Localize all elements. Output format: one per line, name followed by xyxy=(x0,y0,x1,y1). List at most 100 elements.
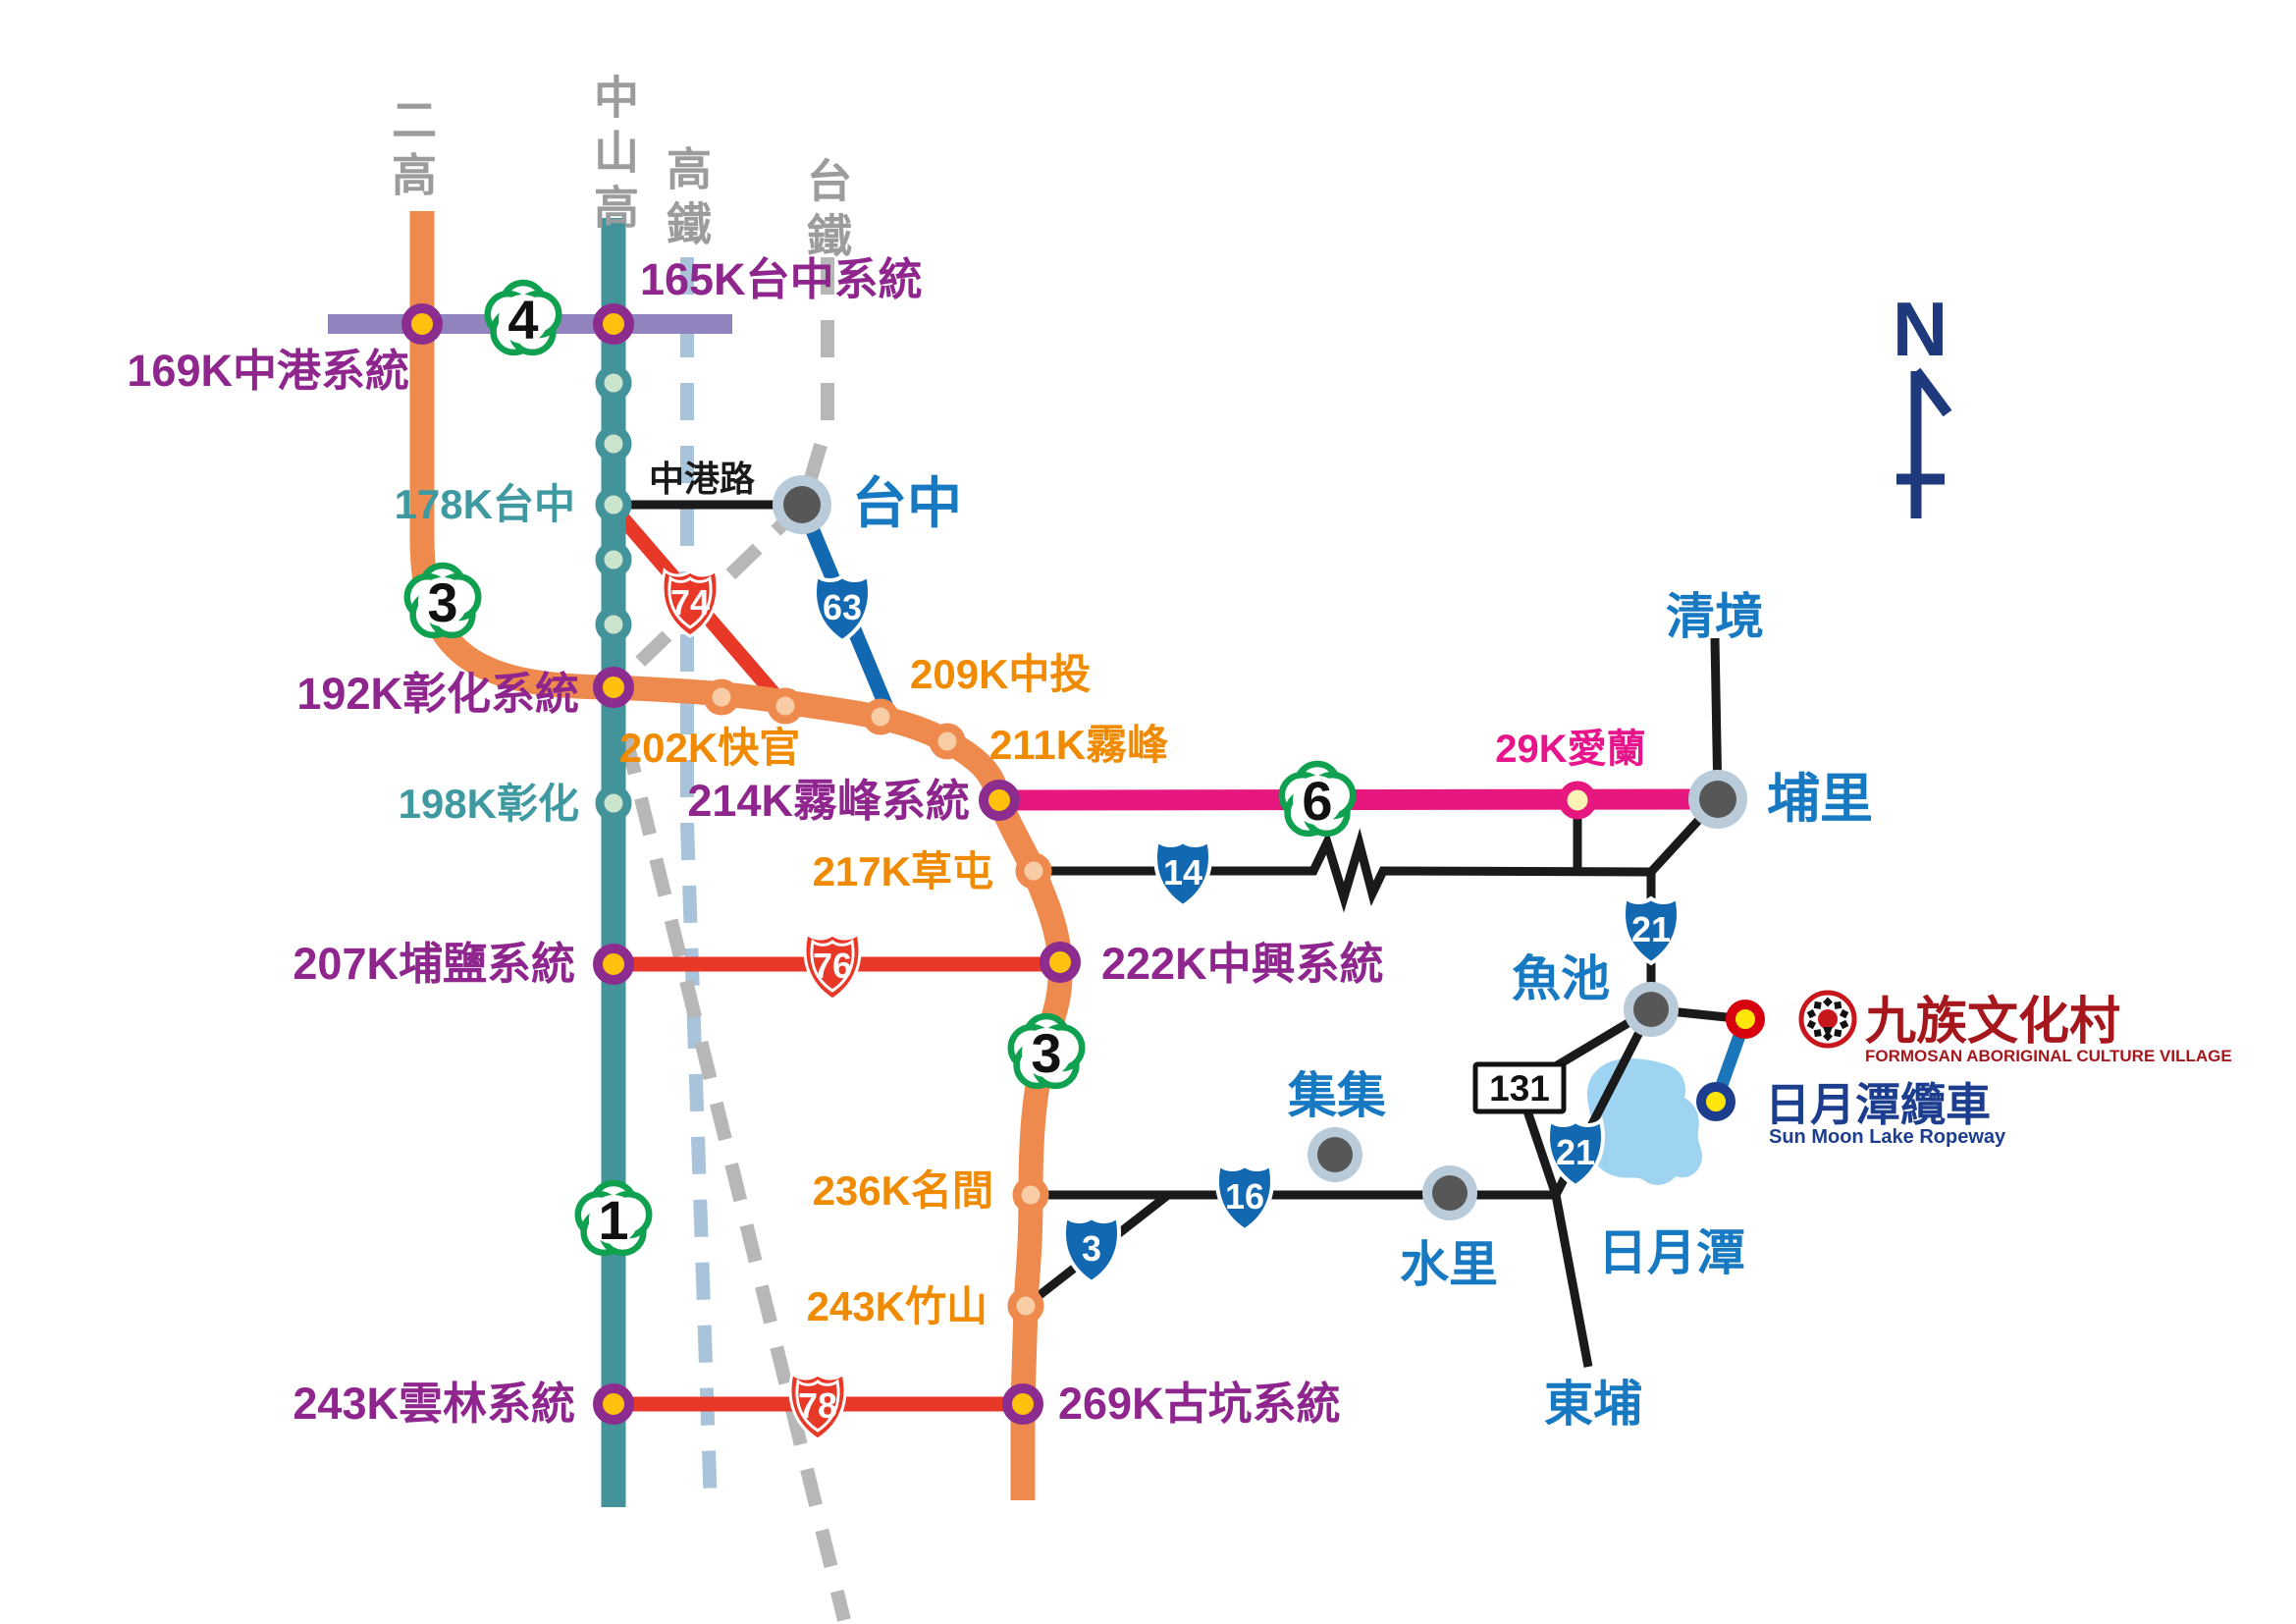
freeway1-badge: 1 xyxy=(574,1179,653,1257)
label-202k: 202K快官 xyxy=(619,725,800,771)
sun-moon-lake-shape xyxy=(1586,1058,1703,1185)
city-dot-shuili xyxy=(1422,1165,1477,1220)
route14-shield: 14 xyxy=(1153,837,1212,909)
header-n1-freeway: 中山高 xyxy=(588,74,639,239)
route16-shield: 16 xyxy=(1215,1161,1274,1233)
ramp-dot-211k xyxy=(929,723,966,760)
station-dot xyxy=(595,425,632,462)
route16-number: 16 xyxy=(1225,1176,1264,1217)
freeway3-badge-lower: 3 xyxy=(1007,1012,1086,1090)
label-192k: 192K彰化系統 xyxy=(296,669,579,719)
interchange-222k xyxy=(1040,942,1081,983)
route76-shield: 76 xyxy=(803,931,862,1001)
route63-shield: 63 xyxy=(813,571,872,644)
route63-number: 63 xyxy=(823,587,862,627)
freeway4-badge: 4 xyxy=(484,279,562,356)
label-214k: 214K霧峰系統 xyxy=(687,776,970,826)
label-ropeway-zh: 日月潭纜車 xyxy=(1765,1079,1991,1130)
station-dot xyxy=(595,606,632,643)
label-209k: 209K中投 xyxy=(910,651,1091,697)
north-compass: N xyxy=(1893,286,1952,518)
interchange-243k xyxy=(593,1383,634,1425)
tra-line xyxy=(606,257,851,1622)
rail-lines xyxy=(606,257,851,1622)
label-qingjing: 清境 xyxy=(1666,589,1764,644)
label-236k: 236K名間 xyxy=(813,1167,993,1214)
route74-shield: 74 xyxy=(661,568,720,638)
route78-shield: 78 xyxy=(788,1371,847,1441)
route76-number: 76 xyxy=(813,946,852,986)
label-zhonggang-road: 中港路 xyxy=(649,459,756,499)
city-dot-taichung xyxy=(773,475,831,534)
station-dot xyxy=(595,541,632,578)
interchange-269k xyxy=(1002,1383,1043,1425)
ropeway-top-station xyxy=(1726,1000,1765,1039)
route21-number-upper: 21 xyxy=(1631,909,1671,949)
label-165k: 165K台中系統 xyxy=(640,254,923,304)
label-243k-zhushan: 243K竹山 xyxy=(807,1283,988,1329)
labels: 169K中港系統 165K台中系統 178K台中 192K彰化系統 198K彰化… xyxy=(127,254,2231,1432)
route14-line xyxy=(1034,828,1652,913)
ordinary-roads xyxy=(614,500,1746,1368)
ramp-dot-243k xyxy=(1007,1287,1044,1325)
route131-badge: 131 xyxy=(1472,1061,1567,1114)
label-29k: 29K愛蘭 xyxy=(1495,728,1645,771)
station-dot-178k xyxy=(595,486,632,523)
freeway4-number: 4 xyxy=(507,289,538,351)
label-ropeway-en: Sun Moon Lake Ropeway xyxy=(1769,1126,2006,1148)
stations xyxy=(401,303,1765,1425)
compass-needle xyxy=(1896,367,1952,518)
label-village-zh: 九族文化村 xyxy=(1865,994,2120,1051)
ropeway-bottom-station xyxy=(1696,1082,1735,1121)
ramp-dot-236k xyxy=(1012,1176,1049,1214)
label-taichung: 台中 xyxy=(852,472,962,534)
label-sunmoonlake: 日月潭 xyxy=(1598,1225,1745,1280)
header-hsr: 高鐵 xyxy=(661,145,712,255)
route78-number: 78 xyxy=(798,1385,837,1426)
freeway6-line xyxy=(998,788,1719,811)
route74-number: 74 xyxy=(670,582,710,623)
label-169k: 169K中港系統 xyxy=(127,346,409,396)
freeway1-number: 1 xyxy=(598,1189,628,1251)
label-yuchi: 魚池 xyxy=(1512,951,1610,1006)
label-village-en: FORMOSAN ABORIGINAL CULTURE VILLAGE xyxy=(1865,1047,2232,1065)
route14-number: 14 xyxy=(1163,852,1202,893)
label-puli: 埔里 xyxy=(1767,770,1873,829)
label-dongpu: 東埔 xyxy=(1544,1377,1642,1432)
village-logo xyxy=(1798,990,1857,1049)
ramp-dot-209k xyxy=(862,698,899,735)
label-shuili: 水里 xyxy=(1400,1237,1498,1292)
freeway6-badge: 6 xyxy=(1278,760,1357,838)
dongpu-line xyxy=(1551,1194,1593,1368)
interchange-207k xyxy=(593,944,634,985)
route21-shield-upper: 21 xyxy=(1622,893,1681,966)
label-198k: 198K彰化 xyxy=(399,781,579,827)
freeway3-number-lower: 3 xyxy=(1031,1022,1061,1084)
station-dot xyxy=(595,364,632,402)
label-211k: 211K霧峰 xyxy=(989,722,1168,768)
label-jiji: 集集 xyxy=(1287,1068,1386,1123)
city-dot-jiji xyxy=(1308,1127,1362,1182)
interchange-192k xyxy=(593,667,634,708)
header-er-freeway: 二高 xyxy=(386,96,437,206)
interchange-169k xyxy=(401,303,443,345)
label-217k: 217K草屯 xyxy=(813,848,993,894)
route21-number-lower: 21 xyxy=(1556,1132,1595,1172)
city-dot-yuchi xyxy=(1624,982,1679,1037)
interchange-214k xyxy=(979,780,1020,821)
route131-number: 131 xyxy=(1489,1068,1550,1109)
label-178k: 178K台中 xyxy=(395,481,575,527)
city-dot-puli xyxy=(1688,770,1747,829)
label-222k: 222K中興系統 xyxy=(1101,939,1384,989)
label-243k-yunlin: 243K雲林系統 xyxy=(293,1379,575,1429)
station-dot-198k xyxy=(595,785,632,822)
route3-shield: 3 xyxy=(1062,1213,1121,1285)
header-tra: 台鐵 xyxy=(801,157,852,267)
interchange-165k xyxy=(593,303,634,345)
freeway3-number-upper: 3 xyxy=(427,571,457,633)
ramp-dot xyxy=(767,687,804,725)
ramp-dot-217k xyxy=(1015,852,1052,890)
label-269k: 269K古坑系統 xyxy=(1058,1379,1341,1429)
